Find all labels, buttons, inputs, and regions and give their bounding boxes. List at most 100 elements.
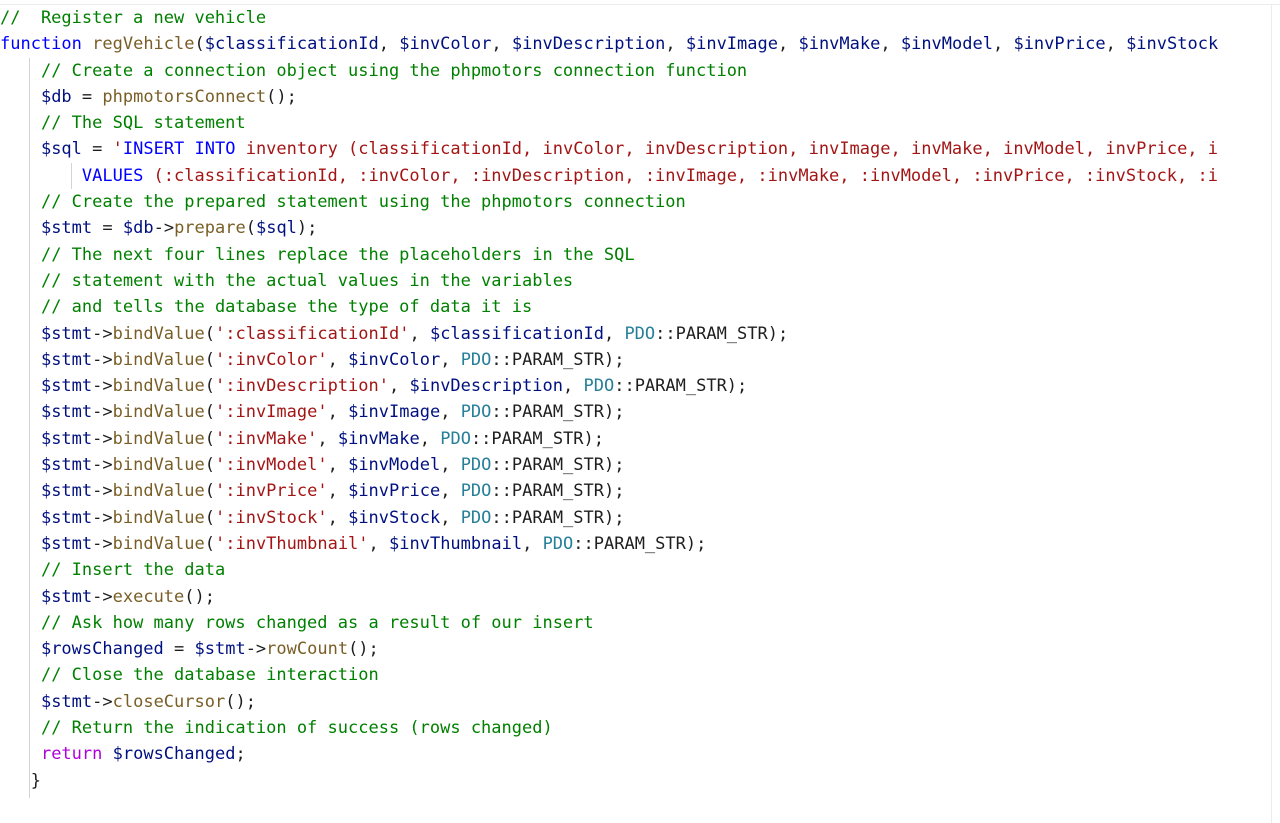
function-name-token: bindValue <box>112 533 205 554</box>
punctuation-token: ( <box>245 218 256 239</box>
variable-token: $invModel <box>348 455 441 476</box>
variable-token: $invColor <box>348 349 441 370</box>
punctuation-token <box>0 455 41 475</box>
punctuation-token: -> <box>92 586 113 607</box>
punctuation-token <box>0 271 41 291</box>
punctuation-token <box>0 587 41 607</box>
punctuation-token: = <box>163 639 195 660</box>
code-line: $stmt->bindValue(':invColor', $invColor,… <box>0 347 1218 373</box>
punctuation-token <box>102 744 112 764</box>
punctuation-token <box>0 297 41 317</box>
variable-token: $invPrice <box>348 481 441 502</box>
punctuation-token: -> <box>92 507 113 528</box>
variable-token: $classificationId <box>429 323 604 344</box>
variable-token: $stmt <box>194 639 246 660</box>
punctuation-token: , <box>1105 34 1127 55</box>
code-line: $sql = 'INSERT INTO inventory (classific… <box>0 136 1218 162</box>
variable-token: $invPrice <box>1013 34 1106 55</box>
function-name-token: bindValue <box>112 455 205 476</box>
variable-token: $invModel <box>900 34 993 55</box>
punctuation-token: (); <box>348 639 379 660</box>
function-name-token: bindValue <box>112 402 205 423</box>
punctuation-token: , <box>327 455 349 476</box>
punctuation-token <box>0 560 41 580</box>
punctuation-token: (); <box>225 691 256 712</box>
code-line: // and tells the database the type of da… <box>0 294 1218 320</box>
variable-token: $stmt <box>40 586 93 607</box>
comment-token: // Return the indication of success (row… <box>40 718 553 739</box>
type-token: PDO <box>542 533 574 554</box>
type-token: PDO <box>583 376 615 397</box>
code-line: // The SQL statement <box>0 110 1218 136</box>
punctuation-token <box>0 402 41 422</box>
code-line: // Close the database interaction <box>0 662 1218 688</box>
function-name-token: closeCursor <box>112 691 226 712</box>
function-name-token: bindValue <box>112 376 205 397</box>
punctuation-token <box>0 613 41 633</box>
punctuation-token: ( <box>204 323 215 344</box>
keyword-token: function <box>0 34 82 55</box>
code-line: VALUES (:classificationId, :invColor, :i… <box>0 163 1218 189</box>
string-token: ':invStock' <box>215 507 328 528</box>
variable-token: $invColor <box>399 34 492 55</box>
variable-token: $db <box>40 86 72 107</box>
punctuation-token: , <box>491 34 512 55</box>
type-token: PDO <box>460 507 492 528</box>
punctuation-token: ::PARAM_STR); <box>491 349 625 370</box>
punctuation-token: ( <box>204 533 215 554</box>
punctuation-token: , <box>378 34 400 55</box>
string-token: ':invModel' <box>215 455 328 476</box>
punctuation-token: (); <box>266 86 297 107</box>
punctuation-token <box>0 61 41 81</box>
punctuation-token: = <box>71 86 103 107</box>
punctuation-token: -> <box>92 376 113 397</box>
variable-token: $stmt <box>40 323 93 344</box>
variable-token: $stmt <box>40 533 93 554</box>
comment-token: // Register a new vehicle <box>0 8 267 28</box>
type-token: PDO <box>624 323 656 344</box>
editor-right-border <box>1271 4 1272 823</box>
comment-token: // Ask how many rows changed as a result… <box>40 612 594 633</box>
punctuation-token: ::PARAM_STR); <box>491 507 625 528</box>
code-line: $stmt = $db->prepare($sql); <box>0 215 1218 241</box>
string-token: ':invThumbnail' <box>215 533 369 554</box>
punctuation-token: ( <box>204 349 215 370</box>
variable-token: $db <box>122 218 154 239</box>
punctuation-token: ::PARAM_STR); <box>614 376 748 397</box>
punctuation-token <box>0 718 41 738</box>
punctuation-token: ::PARAM_STR); <box>491 402 625 423</box>
punctuation-token: , <box>440 349 461 370</box>
punctuation-token <box>0 481 41 501</box>
punctuation-token: = <box>92 218 123 239</box>
variable-token: $rowsChanged <box>112 744 236 765</box>
string-token: ':invImage' <box>215 402 328 423</box>
punctuation-token: -> <box>92 402 113 423</box>
code-text-area[interactable]: // Register a new vehicle function regVeh… <box>0 5 1218 794</box>
variable-token: $stmt <box>40 507 93 528</box>
punctuation-token: ( <box>204 428 215 449</box>
punctuation-token <box>0 639 41 659</box>
punctuation-token: , <box>522 533 543 554</box>
code-line: function regVehicle($classificationId, $… <box>0 31 1218 57</box>
code-line: // The next four lines replace the place… <box>0 242 1218 268</box>
punctuation-token: -> <box>92 481 113 502</box>
code-line: // Create the prepared statement using t… <box>0 189 1218 215</box>
variable-token: $rowsChanged <box>40 639 164 660</box>
code-line: $stmt->bindValue(':invModel', $invModel,… <box>0 452 1218 478</box>
punctuation-token <box>0 113 41 133</box>
variable-token: $stmt <box>40 428 93 449</box>
variable-token: $invThumbnail <box>389 533 523 554</box>
type-token: PDO <box>460 481 492 502</box>
punctuation-token <box>0 350 41 370</box>
keyword-token: VALUES <box>81 165 144 186</box>
variable-token: $stmt <box>40 481 93 502</box>
punctuation-token: , <box>777 34 799 55</box>
punctuation-token: ( <box>204 481 215 502</box>
punctuation-token: , <box>317 428 338 449</box>
variable-token: $invImage <box>348 402 441 423</box>
variable-token: $classificationId <box>204 34 379 55</box>
code-line: } <box>0 768 1218 794</box>
punctuation-token <box>0 692 41 712</box>
punctuation-token: , <box>389 376 410 397</box>
